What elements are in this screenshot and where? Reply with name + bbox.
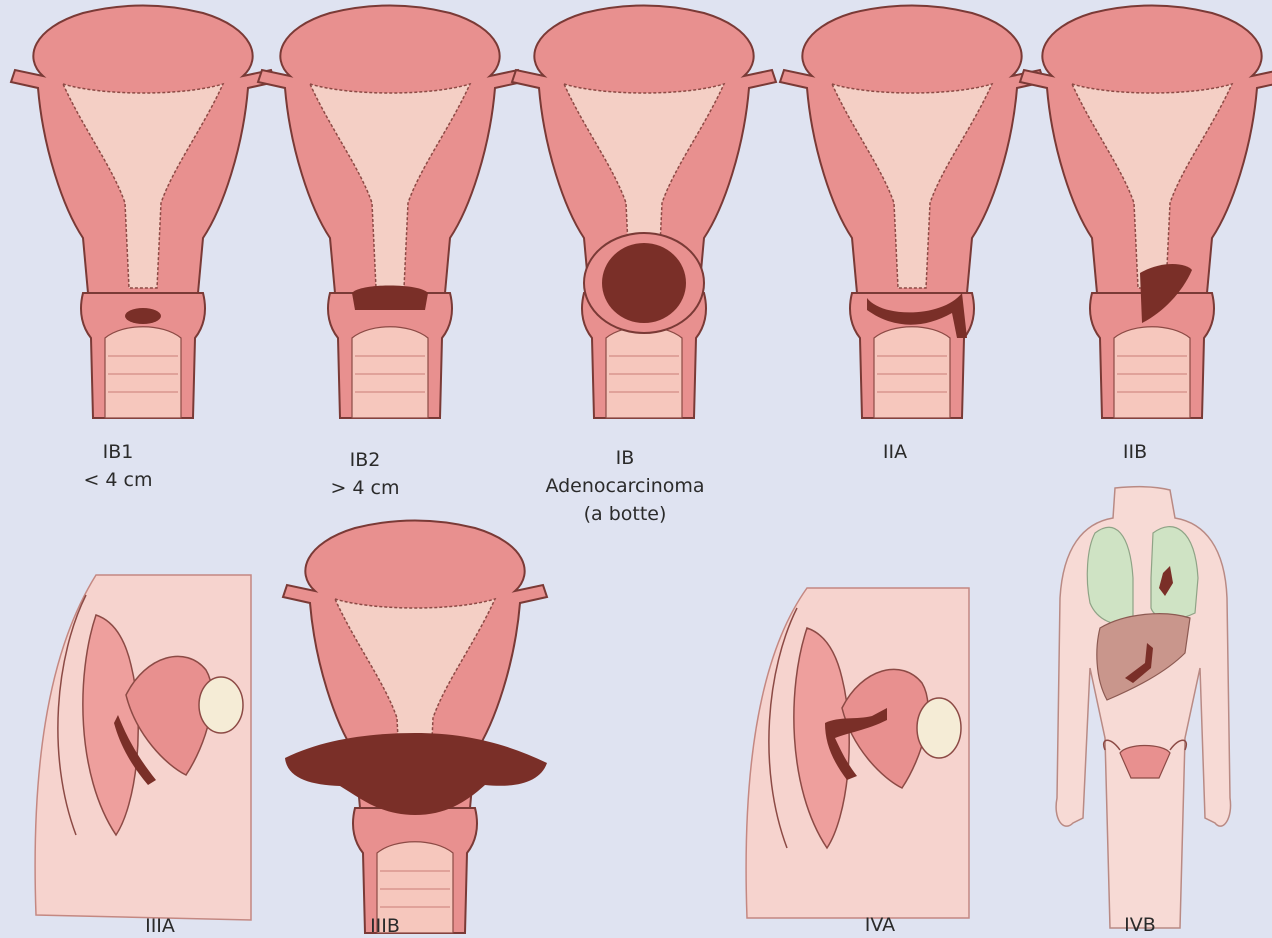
label-iiib: IIIB	[340, 914, 430, 938]
uterus-ib2	[258, 6, 522, 419]
tumor-iiib	[285, 733, 547, 815]
lung-left	[1087, 527, 1133, 624]
tumor-ib-barrel	[602, 243, 686, 323]
label-ib2: IB2> 4 cm	[315, 446, 415, 502]
uterus-iib	[1020, 6, 1272, 419]
label-iiia: IIIA	[115, 914, 205, 938]
uterus-ib1	[11, 6, 275, 419]
pelvis-iva	[746, 588, 969, 918]
label-iia: IIA	[855, 438, 935, 466]
uterus-ib-adenocarcinoma	[512, 6, 776, 419]
label-ivb: IVB	[1100, 913, 1180, 937]
tumor-ib1	[125, 308, 161, 324]
uterus-iiib	[283, 521, 547, 934]
label-iib: IIB	[1095, 438, 1175, 466]
body-ivb	[1056, 487, 1230, 928]
uterus-iia	[780, 6, 1044, 419]
tumor-ib2	[352, 286, 428, 311]
label-ib1: IB1< 4 cm	[68, 438, 168, 494]
pelvis-iiia	[35, 575, 251, 920]
label-iva: IVA	[840, 913, 920, 937]
